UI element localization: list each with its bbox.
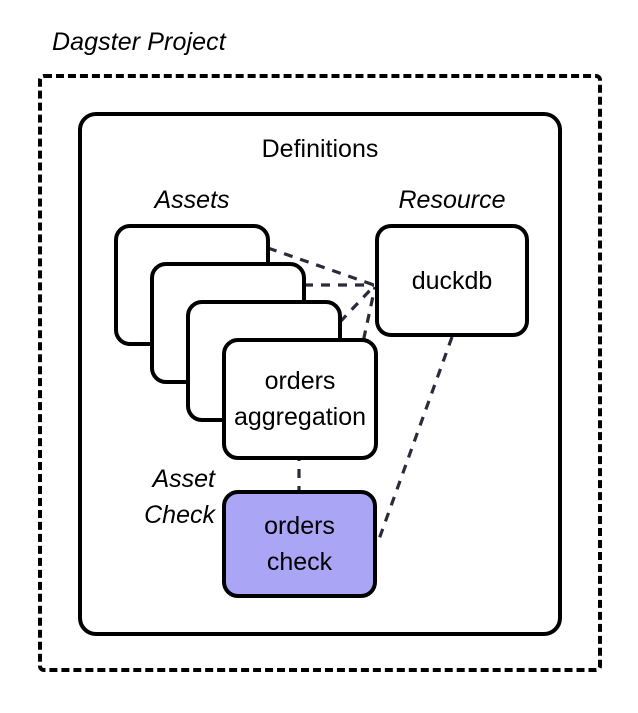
asset-node-orders-aggregation[interactable]: orders aggregation: [222, 338, 378, 460]
section-label-asset-check-line2: Check: [144, 501, 215, 529]
section-label-asset-check: Asset Check: [95, 461, 215, 533]
definitions-title: Definitions: [261, 135, 379, 163]
asset-node-orders-aggregation-line2: aggregation: [233, 403, 367, 431]
section-label-resource: Resource: [398, 186, 506, 214]
asset-check-node-orders-check[interactable]: orders check: [222, 490, 377, 598]
asset-node-orders-aggregation-line1: orders: [264, 367, 336, 395]
section-label-asset-check-line1: Asset: [152, 465, 215, 493]
section-label-assets: Assets: [154, 186, 230, 214]
asset-check-node-orders-check-line2: check: [266, 548, 333, 576]
asset-check-node-orders-check-line1: orders: [264, 512, 335, 540]
resource-node-duckdb-label: duckdb: [411, 266, 493, 295]
asset-check-node-orders-check-label: orders check: [264, 508, 335, 580]
project-title: Dagster Project: [52, 28, 226, 56]
project-boundary: [38, 74, 602, 672]
asset-node-orders-aggregation-label: orders aggregation: [234, 363, 366, 435]
resource-node-duckdb[interactable]: duckdb: [375, 224, 529, 337]
